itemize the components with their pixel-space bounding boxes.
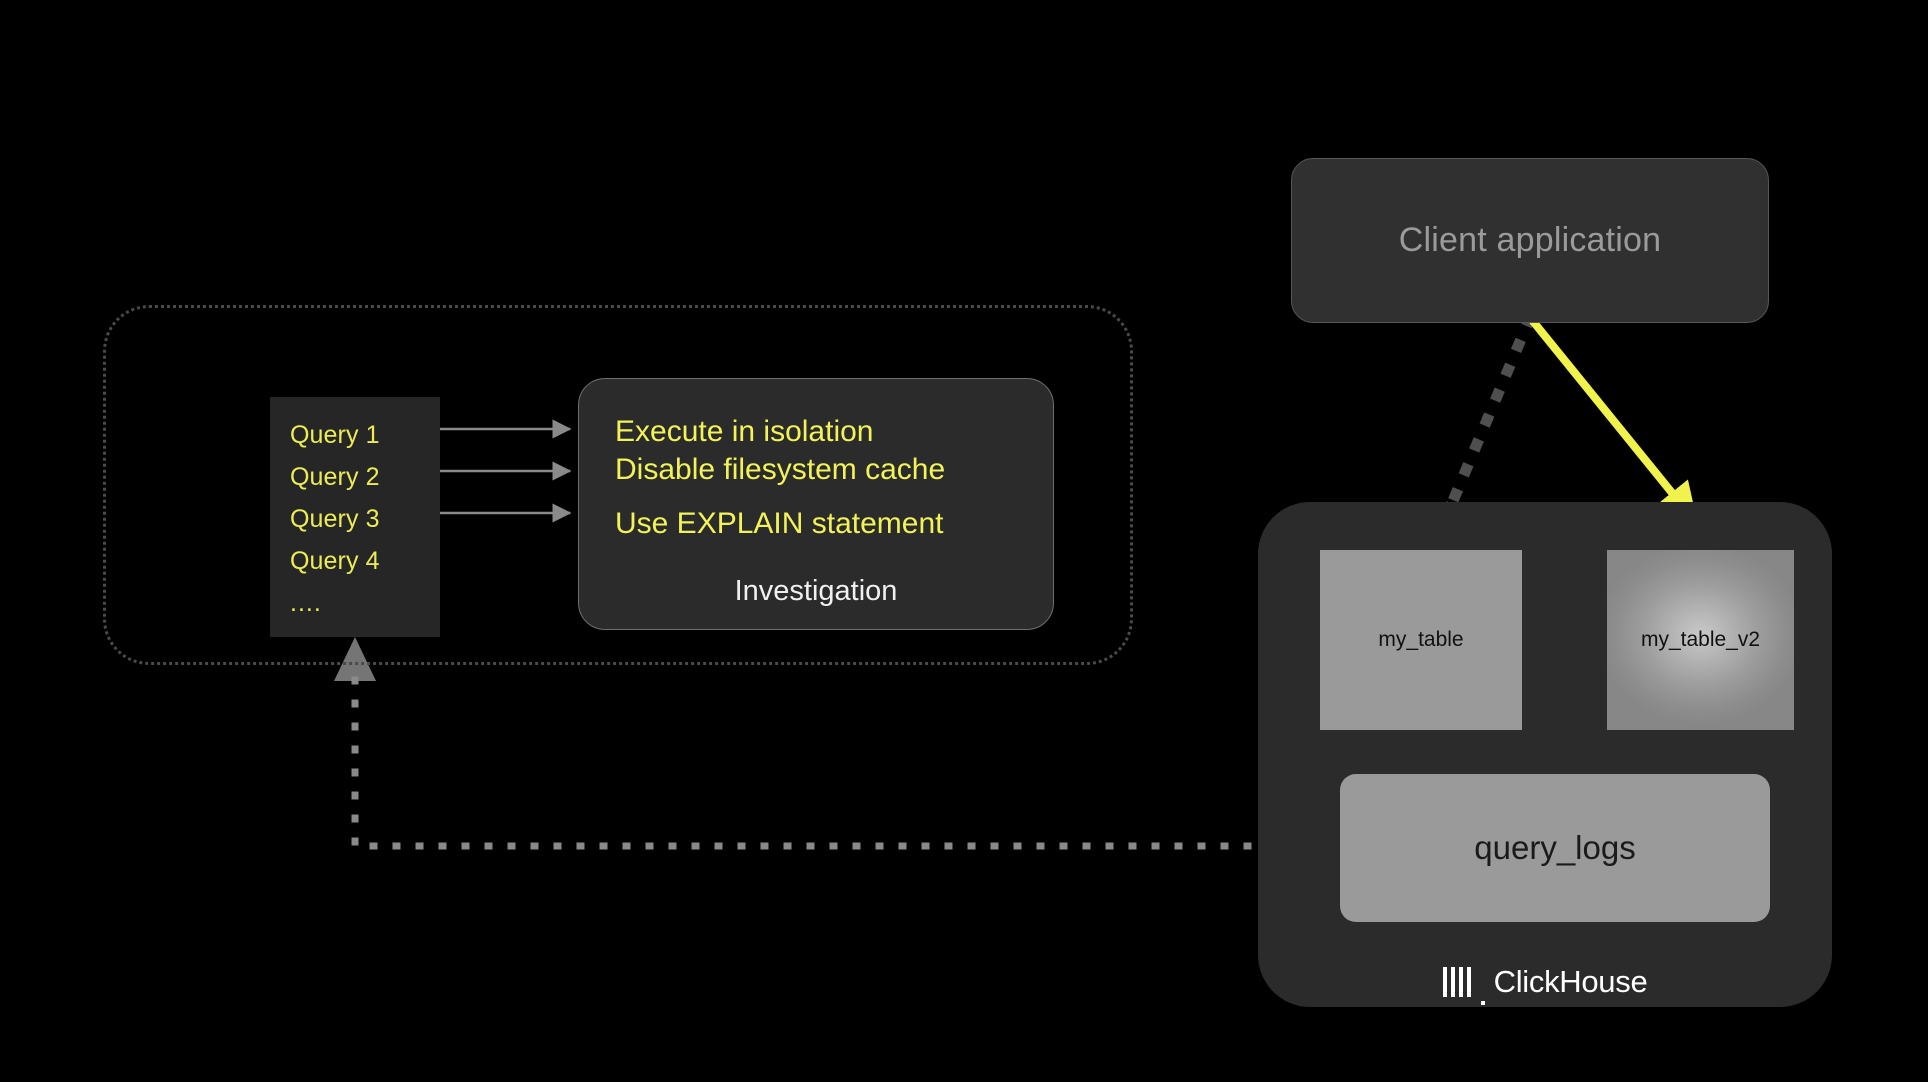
clickhouse-dot-icon — [1480, 1001, 1485, 1005]
investigation-step-disable-filesystem-cache: Disable filesystem cache — [615, 453, 946, 486]
table-label-query-logs: query_logs — [1474, 829, 1636, 866]
client-application-node: Client application — [1291, 158, 1769, 323]
table-label-my-table-v2: my_table_v2 — [1640, 628, 1761, 651]
investigation-panel-caption: Investigation — [734, 575, 898, 607]
investigation-panel: Execute in isolation Disable filesystem … — [578, 378, 1054, 630]
list-item-query-4[interactable]: Query 4 — [290, 547, 380, 575]
clickhouse-logo: ClickHouse — [1258, 958, 1832, 1006]
clickhouse-brand-label: ClickHouse — [1493, 964, 1648, 999]
investigation-step-use-explain-statement: Use EXPLAIN statement — [615, 507, 944, 540]
table-node-query-logs: query_logs — [1340, 774, 1770, 922]
list-item-query-2[interactable]: Query 2 — [290, 463, 380, 491]
clickhouse-bars-icon — [1442, 967, 1471, 997]
investigation-step-execute-in-isolation: Execute in isolation — [615, 415, 874, 448]
list-item-query-1[interactable]: Query 1 — [290, 421, 380, 449]
table-label-my-table: my_table — [1378, 628, 1464, 651]
list-item-ellipsis: .... — [290, 589, 322, 617]
table-node-my-table: my_table — [1320, 550, 1522, 730]
client-application-label: Client application — [1398, 221, 1662, 259]
arrow-client-to-mytable-v2 — [1528, 317, 1698, 525]
list-item-query-3[interactable]: Query 3 — [290, 505, 380, 533]
table-node-my-table-v2: my_table_v2 — [1607, 550, 1794, 730]
investigation-region-outline — [103, 305, 1133, 665]
dotted-feedback-path-querylogs-to-queries — [334, 637, 1344, 850]
query-list-panel: Query 1 Query 2 Query 3 Query 4 .... — [270, 397, 440, 637]
